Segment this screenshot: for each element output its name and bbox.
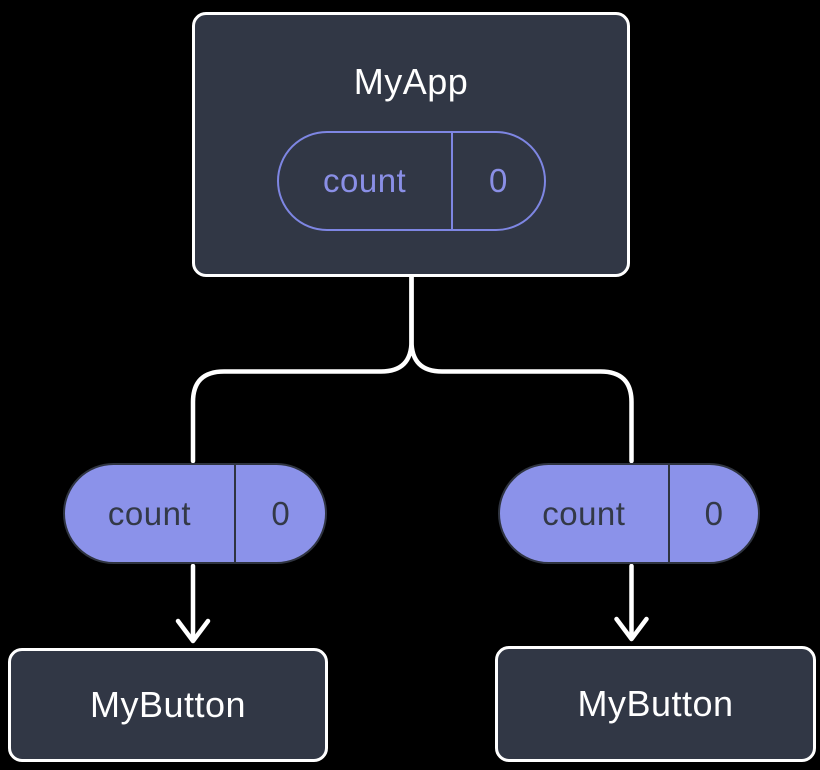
- prop-name: count: [500, 465, 670, 562]
- state-name: count: [279, 133, 453, 229]
- component-node-mybutton-left: MyButton: [8, 648, 328, 762]
- prop-value: 0: [704, 494, 724, 532]
- component-title: MyApp: [353, 61, 469, 102]
- branch-connector-left: [190, 274, 414, 464]
- component-title: MyButton: [89, 684, 247, 725]
- component-title: MyButton: [577, 683, 734, 724]
- prop-pill-left: count 0: [63, 463, 327, 564]
- state-value: 0: [488, 162, 508, 199]
- arrow-head-icon: [614, 616, 649, 642]
- arrow-head-icon: [175, 618, 211, 644]
- component-node-mybutton-right: MyButton: [495, 646, 816, 762]
- prop-pill-right: count 0: [498, 463, 760, 564]
- prop-name: count: [65, 465, 236, 562]
- prop-value: 0: [271, 494, 290, 532]
- component-node-myapp: MyApp count 0: [192, 12, 630, 277]
- state-pill: count 0: [276, 131, 546, 231]
- branch-connector-right: [409, 274, 634, 464]
